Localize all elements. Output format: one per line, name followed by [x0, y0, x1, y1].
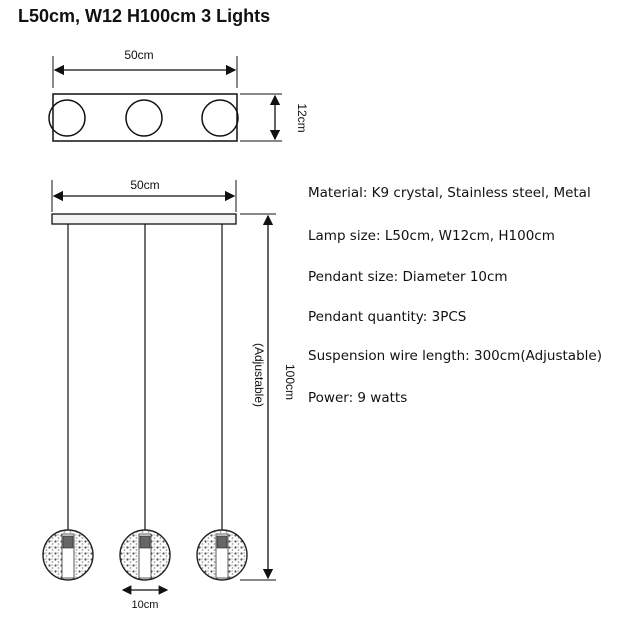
spec-wire-length: Suspension wire length: 300cm(Adjustable… [308, 348, 602, 364]
top-pendant-3 [201, 99, 239, 137]
height-note: (Adjustable) [252, 343, 266, 407]
top-depth-label: 12cm [295, 103, 309, 132]
pendant-diameter-label: 10cm [132, 599, 159, 611]
front-width-label: 50cm [130, 178, 159, 192]
spec-material: Material: K9 crystal, Stainless steel, M… [308, 185, 591, 201]
top-view: 50cm 12cm [48, 48, 309, 142]
spec-lamp-size: Lamp size: L50cm, W12cm, H100cm [308, 228, 555, 244]
spec-pendant-size: Pendant size: Diameter 10cm [308, 269, 508, 285]
pendant-2 [119, 529, 171, 581]
top-pendant-2 [125, 99, 163, 137]
height-label: 100cm [283, 364, 297, 400]
pendant-3 [196, 529, 248, 581]
top-width-label: 50cm [124, 48, 153, 62]
spec-pendant-quantity: Pendant quantity: 3PCS [308, 309, 467, 325]
top-view-base [52, 93, 238, 142]
front-view: 50cm 10cm 100cm (Adjustable) [42, 178, 297, 611]
spec-power: Power: 9 watts [308, 390, 408, 406]
canopy-bar [51, 213, 237, 225]
page-title: L50cm, W12 H100cm 3 Lights [18, 6, 271, 26]
top-pendant-1 [48, 99, 86, 137]
pendant-1 [42, 529, 94, 581]
